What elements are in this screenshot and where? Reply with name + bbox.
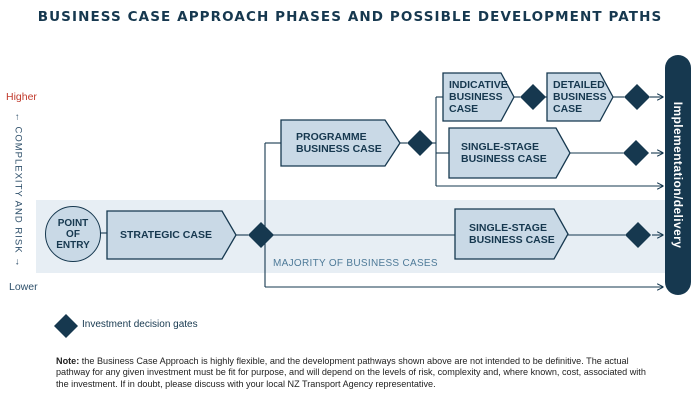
indicative-business-case-label: INDICATIVE BUSINESS CASE <box>449 79 508 115</box>
indicative-business-case-shape <box>442 72 515 122</box>
note-text: the Business Case Approach is highly fle… <box>56 356 646 389</box>
majority-band-label: MAJORITY OF BUSINESS CASES <box>273 258 438 269</box>
implementation-bar <box>665 55 691 295</box>
note-label: Note: <box>56 356 80 366</box>
legend-gate-label: Investment decision gates <box>82 319 198 330</box>
strategic-case-shape <box>106 210 237 260</box>
single-stage-lower-label: SINGLE-STAGE BUSINESS CASE <box>469 222 555 246</box>
decision-gate-icon <box>625 222 651 248</box>
axis-higher-label: Higher <box>6 91 37 103</box>
decision-gate-icon <box>248 222 274 248</box>
decision-gate-icon <box>624 84 650 110</box>
single-stage-upper-label: SINGLE-STAGE BUSINESS CASE <box>461 141 547 165</box>
axis-lower-label: Lower <box>9 281 38 293</box>
detailed-business-case-shape <box>546 72 614 122</box>
legend-gate-icon <box>54 314 78 338</box>
decision-gate-icon <box>623 140 649 166</box>
single-stage-upper-shape <box>448 127 571 179</box>
programme-business-case-label: PROGRAMME BUSINESS CASE <box>296 131 382 155</box>
note-paragraph: Note: the Business Case Approach is high… <box>56 356 661 390</box>
decision-gate-icon <box>520 84 546 110</box>
strategic-case-label: STRATEGIC CASE <box>120 229 212 241</box>
diagram-title: BUSINESS CASE APPROACH PHASES AND POSSIB… <box>37 9 663 25</box>
point-of-entry: POINT OF ENTRY <box>45 206 101 262</box>
programme-business-case-shape <box>280 119 401 167</box>
implementation-label: Implementation/delivery <box>671 101 685 249</box>
decision-gate-icon <box>407 130 433 156</box>
single-stage-lower-shape <box>454 208 569 260</box>
detailed-business-case-label: DETAILED BUSINESS CASE <box>553 79 607 115</box>
